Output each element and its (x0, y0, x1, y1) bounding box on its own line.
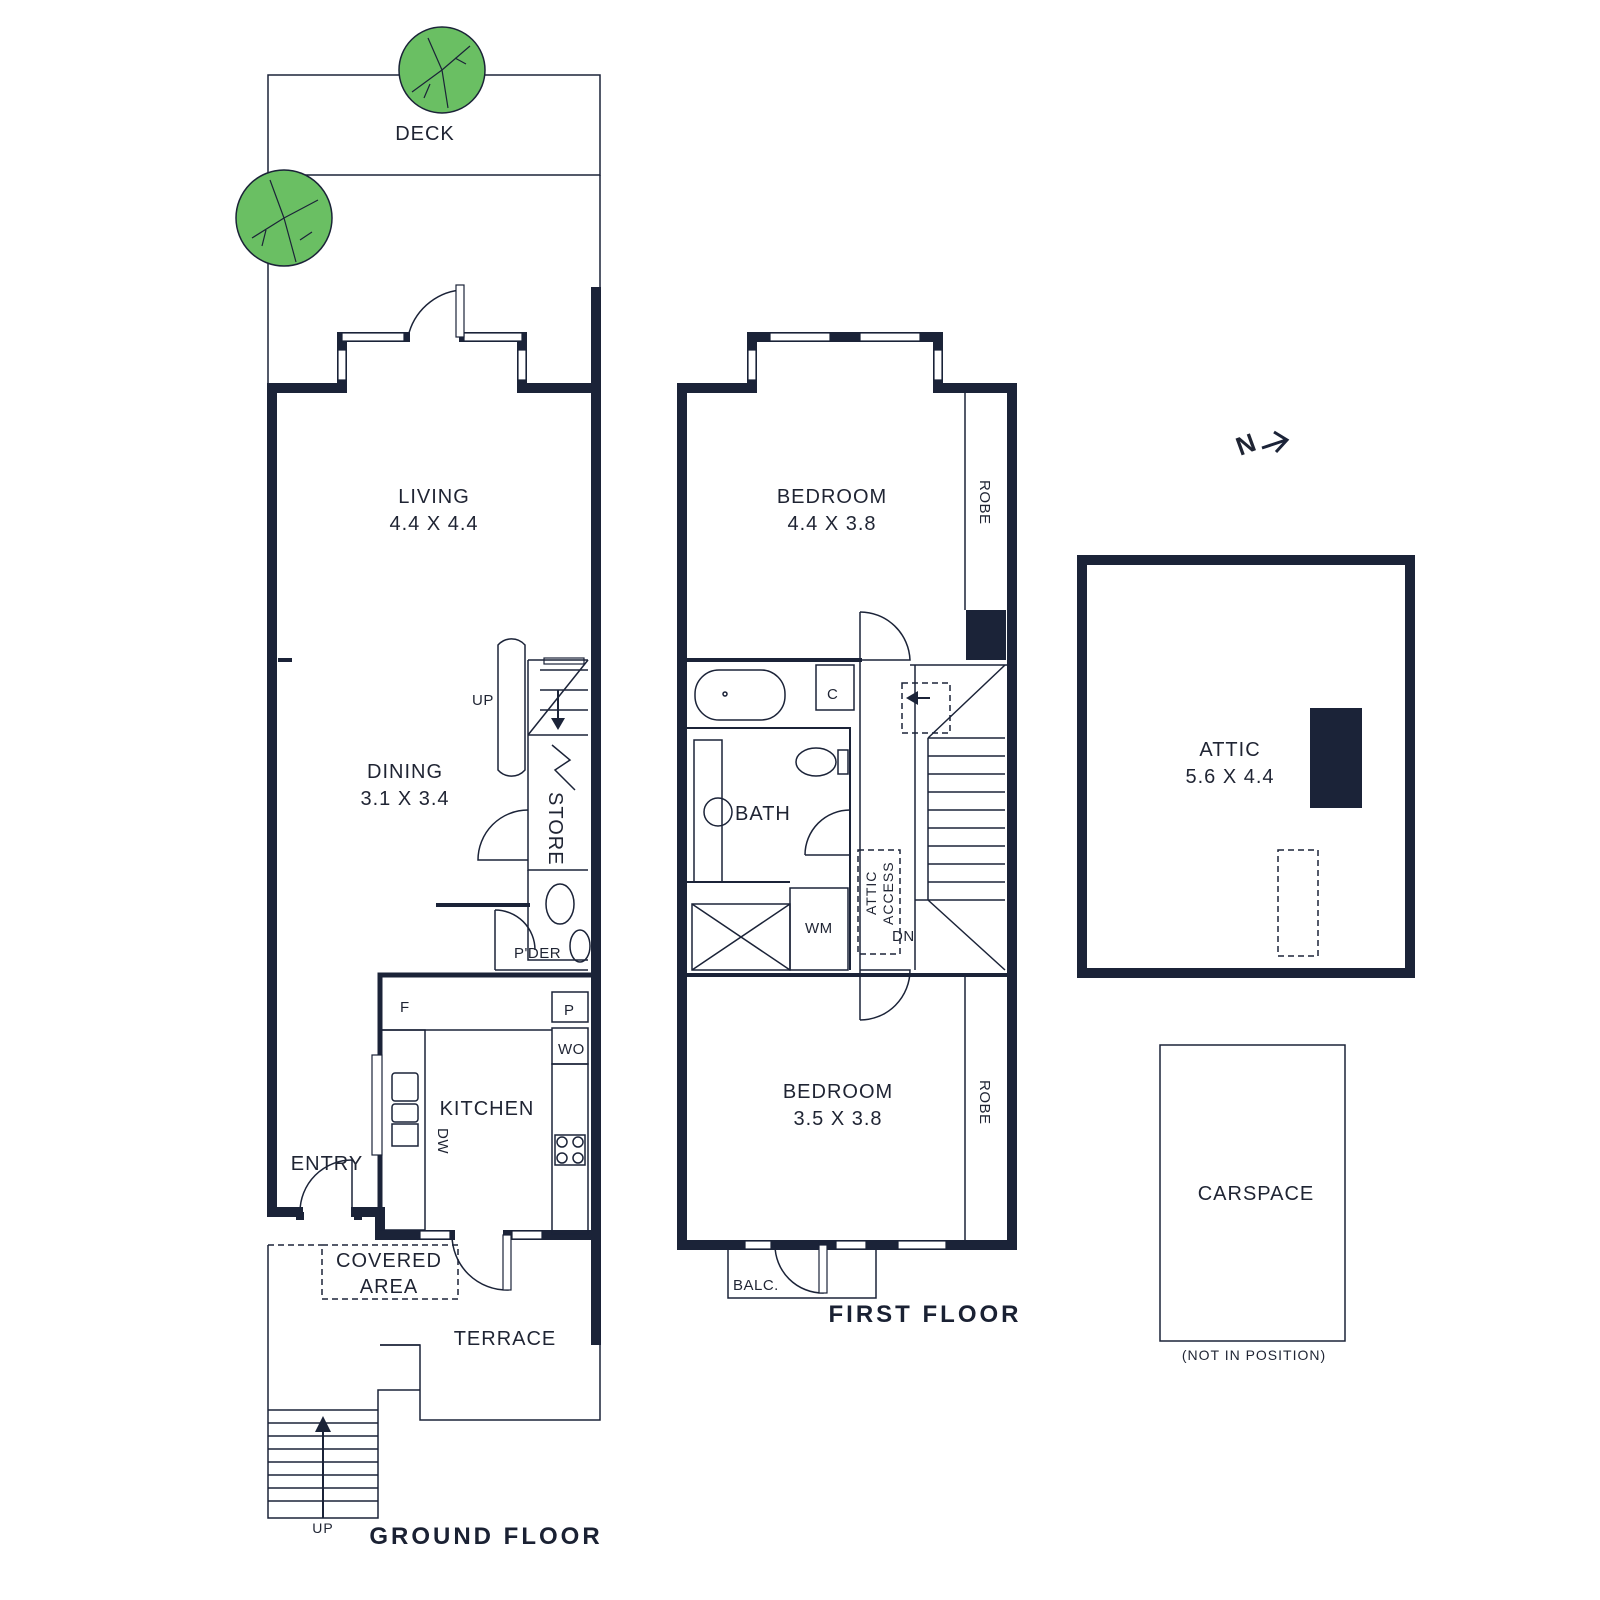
bedroom-2-label: BEDROOM (783, 1081, 893, 1103)
bedroom-2-size: 3.5 X 3.8 (793, 1108, 882, 1130)
cupboard-label: C (827, 686, 838, 703)
robe-2-label: ROBE (976, 1080, 993, 1125)
attic-chimney (1310, 708, 1362, 808)
first-floor-stairs (901, 664, 1006, 971)
deck-label: DECK (395, 123, 455, 145)
carspace-label: CARSPACE (1198, 1183, 1315, 1205)
ground-floor-plan (235, 26, 601, 1519)
attic-hatch-outline (1277, 849, 1319, 957)
attic-label: ATTIC (1199, 739, 1260, 761)
bath-label: BATH (735, 803, 791, 825)
attic-size: 5.6 X 4.4 (1185, 766, 1274, 788)
bedroom-1-label: BEDROOM (777, 486, 887, 508)
terrace-label: TERRACE (454, 1328, 557, 1350)
wall-oven-label: WO (558, 1041, 585, 1058)
ground-floor-title: GROUND FLOOR (369, 1523, 602, 1550)
tree-icon (235, 169, 333, 267)
pantry-label: P (564, 1002, 575, 1019)
attic-access-label: ATTIC (863, 871, 879, 915)
first-floor-title: FIRST FLOOR (829, 1301, 1022, 1328)
living-label: LIVING (398, 486, 470, 508)
robe-1-label: ROBE (976, 480, 993, 525)
terrace-stairs-up-label: UP (312, 1520, 333, 1536)
carspace-note: (NOT IN POSITION) (1182, 1347, 1326, 1363)
stairs-up-label: UP (472, 692, 494, 709)
tree-icon (398, 26, 486, 114)
fridge-label: F (400, 999, 410, 1016)
attic-plan (1077, 555, 1415, 978)
entry-label: ENTRY (291, 1153, 363, 1175)
svg-text:N: N (1232, 427, 1261, 462)
stairs-down-label: DN (892, 928, 915, 945)
living-size: 4.4 X 4.4 (389, 513, 478, 535)
covered-area-outline (321, 1244, 459, 1300)
carspace-outline (1159, 1044, 1346, 1342)
balcony-label: BALC. (733, 1277, 779, 1294)
bedroom-1-size: 4.4 X 3.8 (787, 513, 876, 535)
dining-label: DINING (367, 761, 443, 783)
attic-access-label: ACCESS (880, 861, 896, 925)
wm-label: WM (805, 920, 833, 937)
powder-label: P'DER (514, 945, 561, 962)
dishwasher-label: DW (434, 1128, 451, 1154)
dining-size: 3.1 X 3.4 (360, 788, 449, 810)
store-label: STORE (544, 792, 566, 866)
north-arrow-icon: N (1232, 427, 1290, 462)
covered-area-label: AREA (360, 1276, 418, 1298)
first-floor-plan (677, 332, 1017, 1299)
covered-area-label: COVERED (336, 1250, 442, 1272)
terrace-stairs (268, 1409, 378, 1518)
kitchen-label: KITCHEN (440, 1098, 535, 1120)
